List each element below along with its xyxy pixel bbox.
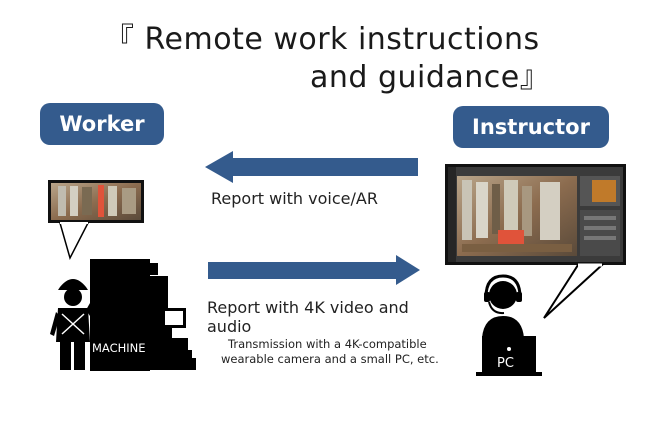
report-voice-label: Report with voice/AR [211,189,378,208]
headset-person-icon [482,274,524,338]
instructor-monitor [445,164,626,265]
machine-silhouette-icon: MACHINE [90,259,196,371]
instructor-badge: Instructor [453,106,609,148]
pc-label: PC [497,356,514,371]
worker-screen-thumbnail [48,180,144,261]
machine-label: MACHINE [92,341,146,355]
report-video-label-line-2: audio [207,317,252,336]
laptop-icon: PC [476,336,542,376]
arrow-right-icon [208,255,420,285]
report-video-label-line-1: Report with 4K video and [207,298,409,317]
arrow-left-icon [205,151,418,183]
transmission-note-line-2: wearable camera and a small PC, etc. [221,352,439,366]
transmission-note-line-1: Transmission with a 4K-compatible [228,337,427,351]
worker-badge: Worker [40,103,164,145]
title-line-1: 『 Remote work instructions [104,22,540,57]
title-line-2: and guidance』 [310,60,551,95]
worker-silhouette-icon [50,279,98,370]
